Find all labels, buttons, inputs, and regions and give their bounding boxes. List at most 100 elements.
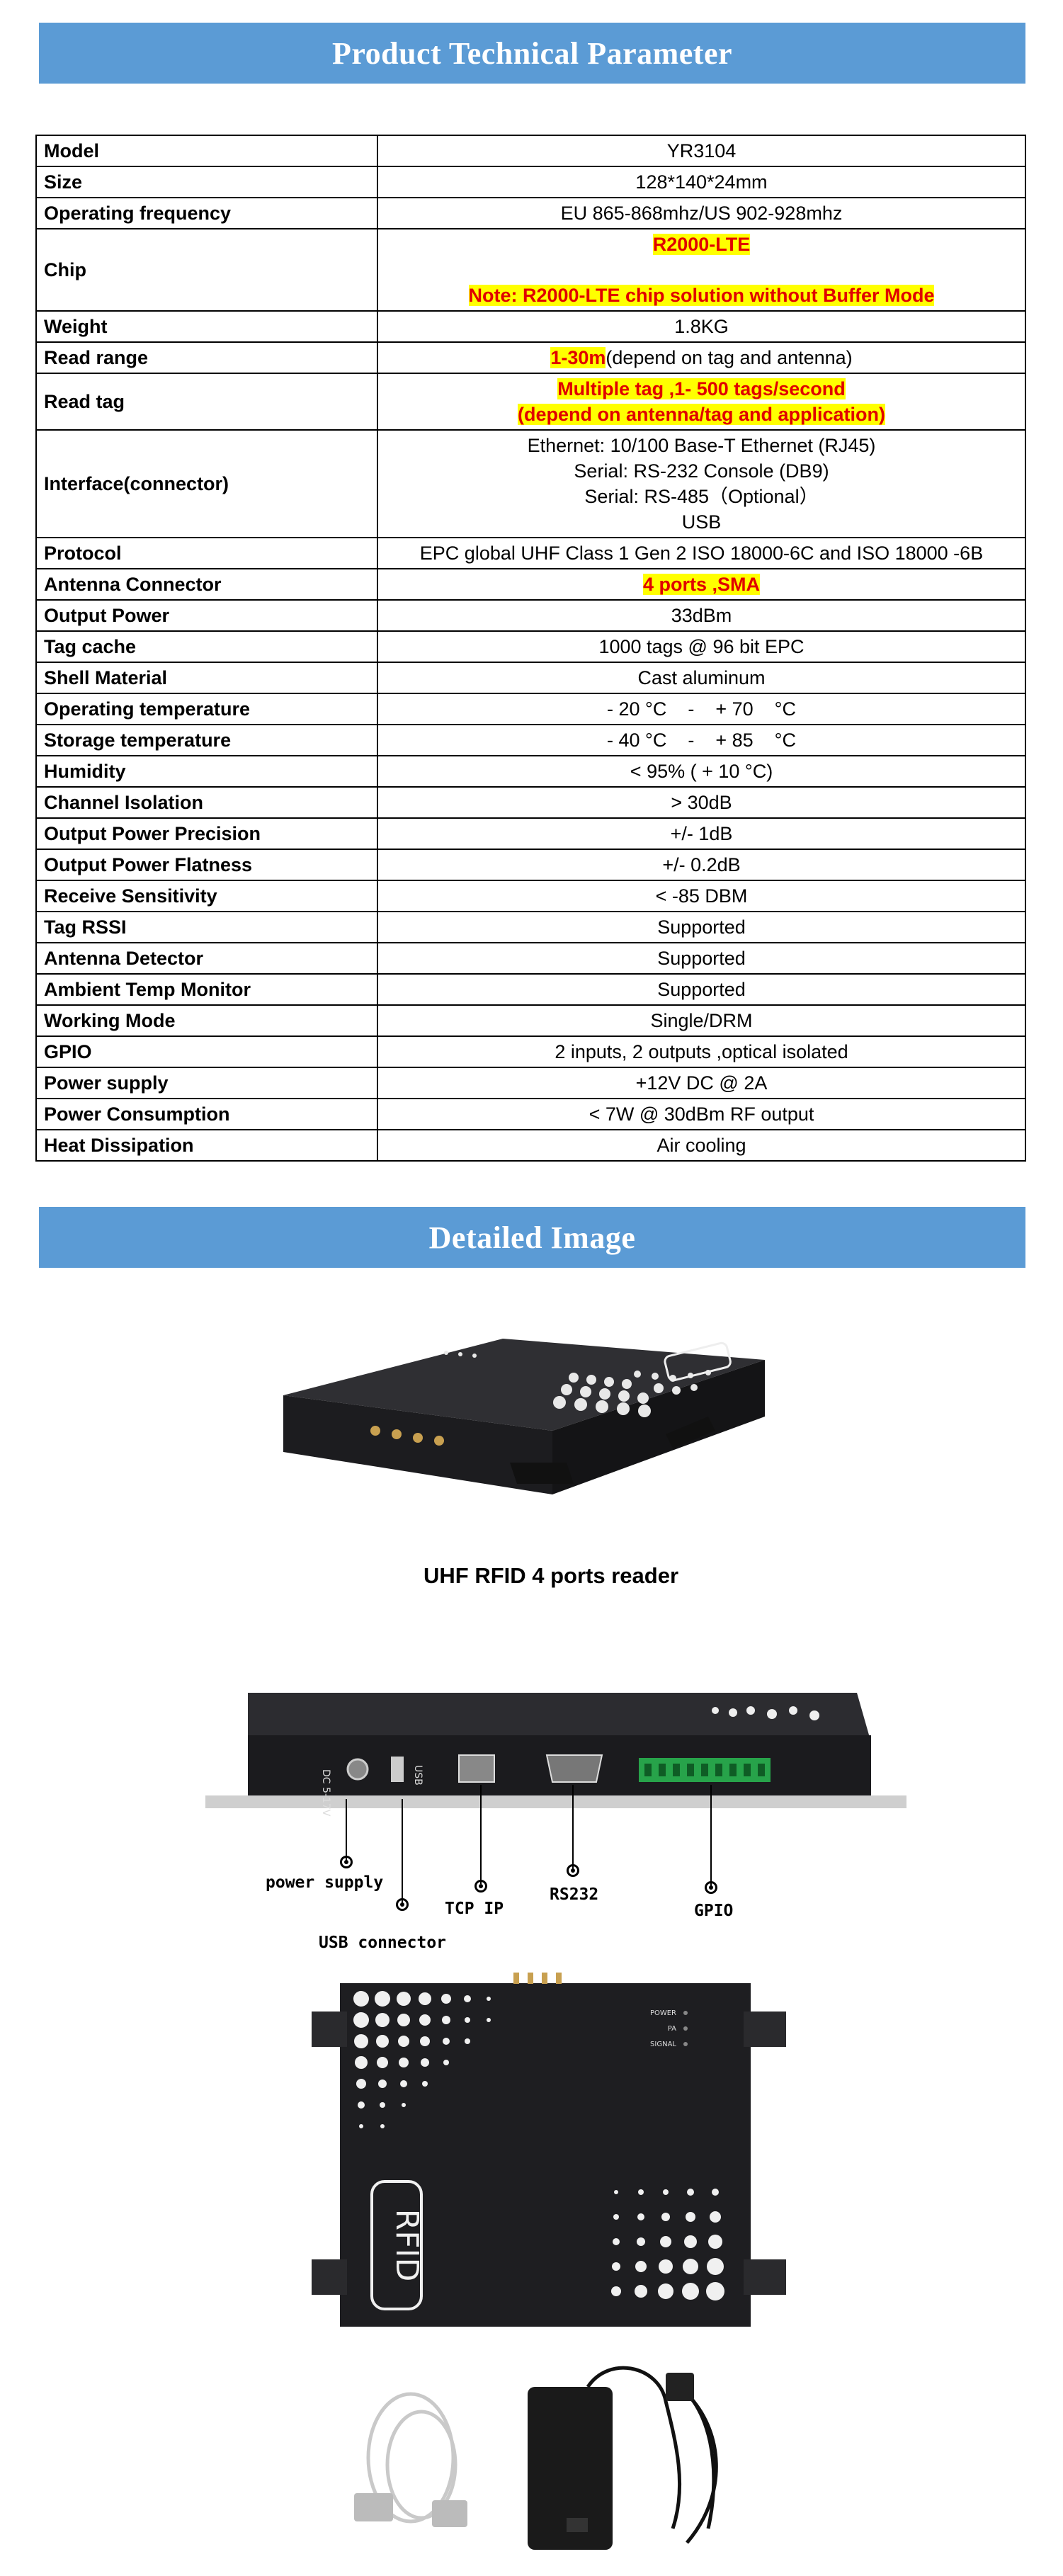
section-title-detailed-image: Detailed Image xyxy=(39,1207,1025,1268)
spec-key: Antenna Detector xyxy=(35,942,378,975)
spec-key: Power Consumption xyxy=(35,1098,378,1130)
spec-key: Output Power xyxy=(35,599,378,632)
reader-caption: UHF RFID 4 ports reader xyxy=(424,1563,679,1588)
table-row: Read tag Multiple tag ,1- 500 tags/secon… xyxy=(35,373,1026,431)
led-label-pa: PA xyxy=(668,2025,676,2033)
table-row: Humidity< 95% ( + 10 °C) xyxy=(35,755,1026,788)
chip-name: R2000-LTE xyxy=(652,234,751,255)
spec-key: Humidity xyxy=(35,755,378,788)
spec-value: - 20 °C - + 70 °C xyxy=(377,693,1026,725)
spec-value: Supported xyxy=(377,911,1026,943)
spec-key: Operating temperature xyxy=(35,693,378,725)
spec-value: 1.8KG xyxy=(377,310,1026,343)
reader-top-view-image: RFID POWER PA SIGNAL xyxy=(312,1973,786,2327)
spec-key: Receive Sensitivity xyxy=(35,880,378,912)
spec-value: < 95% ( + 10 °C) xyxy=(377,755,1026,788)
callout-line xyxy=(480,1785,482,1884)
spec-key: Ambient Temp Monitor xyxy=(35,973,378,1006)
antenna-ports: 4 ports ,SMA xyxy=(642,574,761,595)
reader-rear-ports-image: DC 5-17V USB xyxy=(205,1693,906,1817)
read-range-note: (depend on tag and antenna) xyxy=(606,347,853,368)
spec-key: Output Power Precision xyxy=(35,817,378,850)
spec-key: Size xyxy=(35,166,378,198)
callout-pin xyxy=(396,1898,409,1911)
spec-key: Antenna Connector xyxy=(35,568,378,601)
callout-line xyxy=(572,1785,574,1870)
read-tag-line1: Multiple tag ,1- 500 tags/second xyxy=(557,378,846,399)
led-label-power: POWER xyxy=(650,2009,676,2017)
spec-value: Multiple tag ,1- 500 tags/second (depend… xyxy=(377,373,1026,431)
spec-value: 33dBm xyxy=(377,599,1026,632)
table-row: Receive Sensitivity< -85 DBM xyxy=(35,880,1026,912)
led-label-signal: SIGNAL xyxy=(650,2041,676,2048)
callout-line xyxy=(346,1799,347,1863)
spec-key: Output Power Flatness xyxy=(35,849,378,881)
callout-line xyxy=(710,1785,712,1888)
spec-key: Read range xyxy=(35,341,378,374)
spec-value: R2000-LTE Note: R2000-LTE chip solution … xyxy=(377,228,1026,312)
table-row: Operating temperature- 20 °C - + 70 °C xyxy=(35,693,1026,725)
spec-key: Chip xyxy=(35,228,378,312)
callout-pin xyxy=(705,1881,717,1894)
spec-key: Protocol xyxy=(35,537,378,569)
read-tag-line2: (depend on antenna/tag and application) xyxy=(517,404,885,425)
spec-value: Ethernet: 10/100 Base-T Ethernet (RJ45) … xyxy=(377,429,1026,538)
spec-value: < -85 DBM xyxy=(377,880,1026,912)
interface-rs232: Serial: RS-232 Console (DB9) xyxy=(574,460,829,482)
spec-value: 4 ports ,SMA xyxy=(377,568,1026,601)
spec-value: < 7W @ 30dBm RF output xyxy=(377,1098,1026,1130)
spec-value: +/- 1dB xyxy=(377,817,1026,850)
spec-value: Single/DRM xyxy=(377,1004,1026,1037)
spec-key: Storage temperature xyxy=(35,724,378,756)
spec-key: Channel Isolation xyxy=(35,786,378,819)
reader-isometric-image xyxy=(283,1339,765,1494)
section-title-parameters: Product Technical Parameter xyxy=(39,23,1025,84)
interface-ethernet: Ethernet: 10/100 Base-T Ethernet (RJ45) xyxy=(527,435,876,456)
spec-value: 128*140*24mm xyxy=(377,166,1026,198)
table-row: Chip R2000-LTE Note: R2000-LTE chip solu… xyxy=(35,228,1026,312)
table-row: Power supply+12V DC @ 2A xyxy=(35,1067,1026,1099)
spec-value: 2 inputs, 2 outputs ,optical isolated xyxy=(377,1035,1026,1068)
spec-value: Air cooling xyxy=(377,1129,1026,1162)
table-row: Storage temperature- 40 °C - + 85 °C xyxy=(35,724,1026,756)
spec-key: Operating frequency xyxy=(35,197,378,229)
spec-key: Model xyxy=(35,135,378,167)
spec-value: +/- 0.2dB xyxy=(377,849,1026,881)
spec-value: > 30dB xyxy=(377,786,1026,819)
spec-value: Supported xyxy=(377,973,1026,1006)
spec-key: Tag cache xyxy=(35,630,378,663)
interface-usb: USB xyxy=(681,511,722,533)
spec-key: Interface(connector) xyxy=(35,429,378,538)
spec-key: Read tag xyxy=(35,373,378,431)
label-power-supply: power supply xyxy=(266,1873,384,1892)
usb-port-label: USB xyxy=(412,1765,424,1786)
rfid-logo: RFID xyxy=(389,2209,425,2282)
accessories-image xyxy=(354,2366,718,2550)
spec-key: Tag RSSI xyxy=(35,911,378,943)
callout-pin xyxy=(340,1856,353,1868)
callout-pin xyxy=(567,1864,579,1877)
table-row: Interface(connector) Ethernet: 10/100 Ba… xyxy=(35,429,1026,538)
label-usb-connector: USB connector xyxy=(319,1934,447,1952)
interface-rs485: Serial: RS-485（Optional） xyxy=(584,486,819,507)
chip-note: Note: R2000-LTE chip solution without Bu… xyxy=(468,285,935,306)
dc-port-label: DC 5-17V xyxy=(320,1769,331,1817)
spec-key: Shell Material xyxy=(35,662,378,694)
spec-value: Cast aluminum xyxy=(377,662,1026,694)
spec-value: YR3104 xyxy=(377,135,1026,167)
spec-value: EPC global UHF Class 1 Gen 2 ISO 18000-6… xyxy=(377,537,1026,569)
label-gpio: GPIO xyxy=(694,1902,734,1920)
spec-key: Weight xyxy=(35,310,378,343)
spec-key: Heat Dissipation xyxy=(35,1129,378,1162)
